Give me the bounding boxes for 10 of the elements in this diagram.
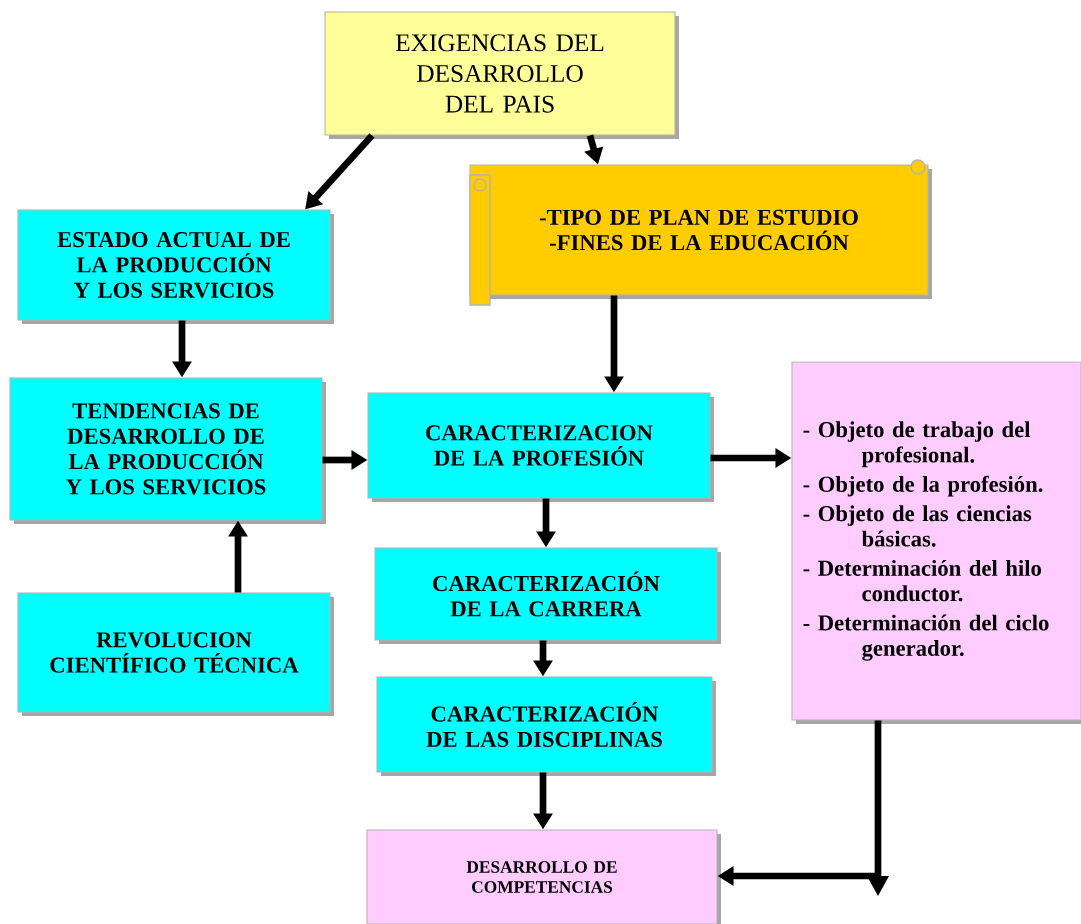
scroll-banner: -TIPO DE PLAN DE ESTUDIO -FINES DE LA EDUCACIÓN [469, 159, 932, 306]
process-box: REVOLUCION CIENTÍFICO TÉCNICA [17, 592, 334, 716]
process-box: CARACTERIZACIÓN DE LA CARRERA [374, 547, 721, 644]
process-box: CARACTERIZACION DE LA PROFESIÓN [367, 392, 714, 502]
process-box: TENDENCIAS DE DESARROLLO DE LA PRODUCCIÓN Y LOS SERVICIOS [9, 377, 326, 524]
process-box: DESARROLLO DE COMPETENCIAS [366, 829, 721, 924]
process-box: CARACTERIZACIÓN DE LAS DISCIPLINAS [376, 676, 716, 776]
process-box: ESTADO ACTUAL DE LA PRODUCCIÓN Y LOS SERVICIOS [17, 209, 334, 324]
list-box: - Objeto de trabajo del profesional. - Objeto de la profesión. - Objeto de las ciencias básicas. - Determinación del hilo conductor. - Determinación del ciclo generador. [791, 361, 1081, 724]
heading-box: EXIGENCIAS DEL DESARROLLO DEL PAIS [324, 11, 679, 139]
